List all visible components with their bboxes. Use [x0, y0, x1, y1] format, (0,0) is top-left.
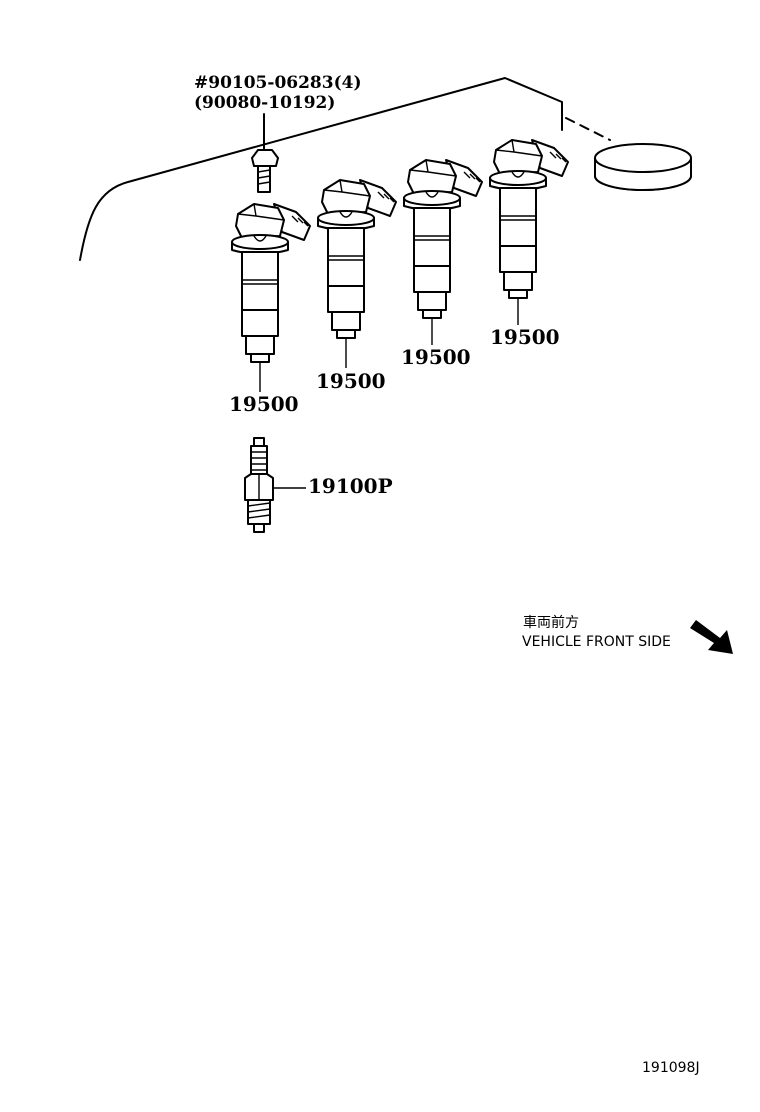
direction-note-japanese: 車両前方	[523, 614, 579, 631]
ignition-coil-icon	[231, 203, 311, 363]
oil-filler-cap	[594, 143, 692, 191]
spark-plug-icon	[244, 437, 274, 533]
direction-note-english: VEHICLE FRONT SIDE	[522, 634, 671, 650]
coil-part-number: 19500	[229, 392, 299, 416]
coil-part-number: 19500	[316, 369, 386, 393]
engine-cover-outline	[79, 77, 563, 261]
figure-id: 191098J	[642, 1060, 700, 1076]
ignition-coil-icon	[489, 139, 569, 299]
coil-part-number: 19500	[490, 325, 560, 349]
ignition-coil-icon	[403, 159, 483, 319]
coil-part-number: 19500	[401, 345, 471, 369]
cover-dashed-edge	[565, 117, 611, 141]
ignition-coil-icon	[317, 179, 397, 339]
spark-plug-part-number: 19100P	[308, 474, 393, 498]
bolt-part-number: #90105-06283(4)	[194, 73, 362, 93]
direction-arrow-icon	[690, 620, 733, 654]
bolt-alt-part-number: (90080-10192)	[194, 93, 335, 113]
bolt-icon	[251, 113, 279, 193]
